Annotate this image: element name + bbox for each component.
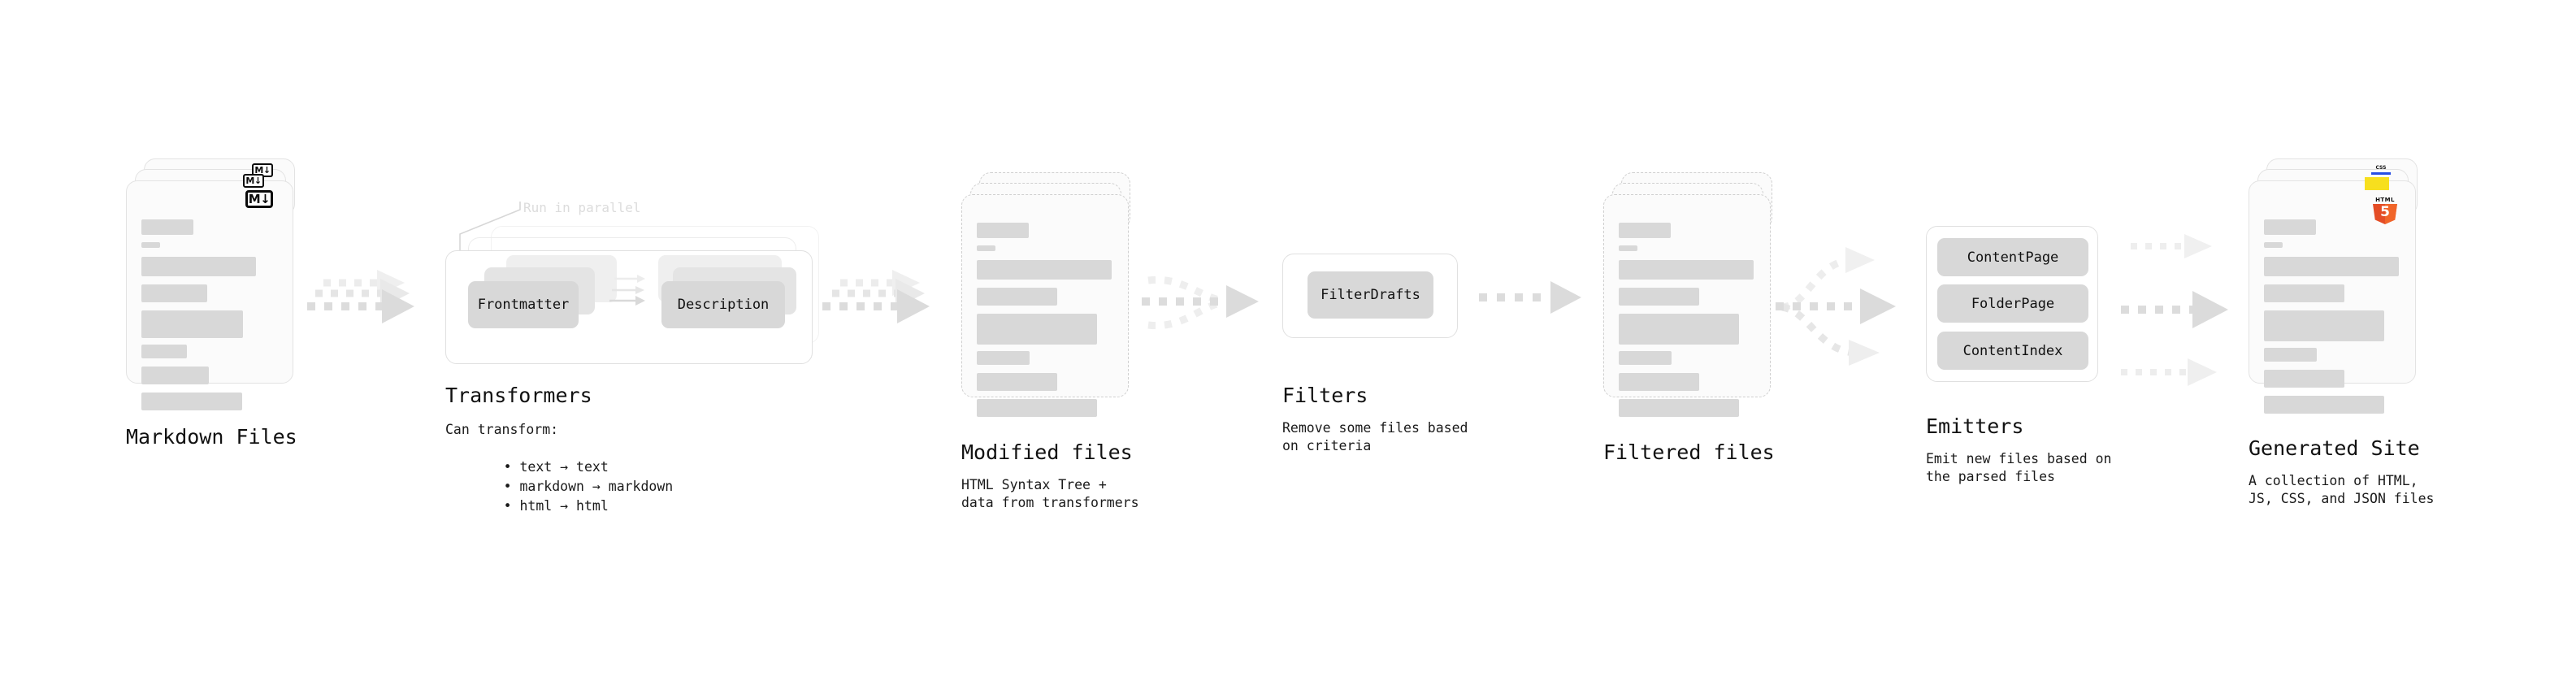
transformer-bullet-1: • markdown → markdown (455, 460, 674, 514)
parallel-bracket (459, 202, 521, 257)
stage-subtitle-generated-site: A collection of HTML, JS, CSS, and JSON … (2249, 473, 2435, 507)
stage-title-markdown-files: Markdown Files (126, 425, 297, 449)
stage-title-emitters: Emitters (1926, 414, 2024, 438)
markdown-icon-label: M↓ (248, 191, 271, 206)
connector-filtered-to-emitters (1776, 247, 1896, 366)
markdown-icon-label: M↓ (254, 165, 271, 176)
stage-title-generated-site: Generated Site (2249, 436, 2420, 460)
generated-file-stack: CSS HTML 5 (2249, 158, 2418, 414)
stage-subtitle-transformers: Can transform: (445, 422, 559, 437)
emitter-chip-folderpage[interactable]: FolderPage (1937, 284, 2088, 323)
bullet-dot: • (503, 498, 520, 514)
bullet-label: html → html (519, 498, 609, 514)
js-icon (2365, 177, 2389, 190)
chip-label: Description (677, 297, 770, 313)
connector-transformers-to-modified (822, 270, 930, 323)
css3-icon-label: CSS (2375, 165, 2387, 171)
stage-title-filtered-files: Filtered files (1603, 440, 1775, 464)
stage-title-transformers: Transformers (445, 384, 592, 407)
emitter-chip-contentindex[interactable]: ContentIndex (1937, 332, 2088, 370)
chip-label: ContentPage (1967, 249, 2059, 266)
transformer-chip-description[interactable]: Description (661, 281, 785, 328)
bullet-dot: • (503, 459, 520, 475)
html5-icon: HTML 5 (2373, 197, 2397, 224)
stage-title-filters: Filters (1282, 384, 1368, 407)
markdown-icon: M↓ (245, 190, 273, 208)
transformer-bullet-0: • text → text (455, 440, 609, 495)
transformer-bullet-2: • html → html (455, 479, 609, 534)
connector-emitters-to-site (2121, 234, 2228, 386)
chip-label: FilterDrafts (1321, 287, 1420, 303)
chip-label: Frontmatter (477, 297, 570, 313)
bullet-dot: • (503, 479, 520, 495)
stage-title-modified-files: Modified files (961, 440, 1133, 464)
stage-subtitle-filters: Remove some files based on criteria (1282, 420, 1468, 454)
connector-markdown-to-transformers (307, 270, 414, 323)
stage-subtitle-emitters: Emit new files based on the parsed files (1926, 451, 2112, 485)
html5-icon-number: 5 (2380, 204, 2390, 220)
transformer-chip-frontmatter[interactable]: Frontmatter (468, 281, 579, 328)
emitter-chip-contentpage[interactable]: ContentPage (1937, 238, 2088, 276)
chip-label: FolderPage (1971, 295, 2055, 312)
bullet-label: markdown → markdown (519, 479, 674, 495)
html5-icon-cap: HTML (2375, 197, 2395, 203)
chip-label: ContentIndex (1962, 342, 2063, 359)
parallel-note: Run in parallel (523, 200, 641, 215)
markdown-icon-mid: M↓ (243, 174, 264, 188)
markdown-icon-label: M↓ (245, 176, 262, 186)
stage-subtitle-modified-files: HTML Syntax Tree + data from transformer… (961, 477, 1139, 511)
connector-filters-to-filtered (1479, 281, 1581, 314)
filter-chip-filterdrafts[interactable]: FilterDrafts (1308, 271, 1433, 319)
css3-icon: CSS (2371, 166, 2391, 175)
css3-icon-underline (2371, 172, 2391, 175)
bullet-label: text → text (519, 459, 609, 475)
connector-modified-to-filters (1142, 275, 1259, 330)
transformer-inner-arrows (609, 275, 645, 306)
stage-generated-site: CSS HTML 5 Generated Site A collection o… (2249, 158, 2434, 506)
